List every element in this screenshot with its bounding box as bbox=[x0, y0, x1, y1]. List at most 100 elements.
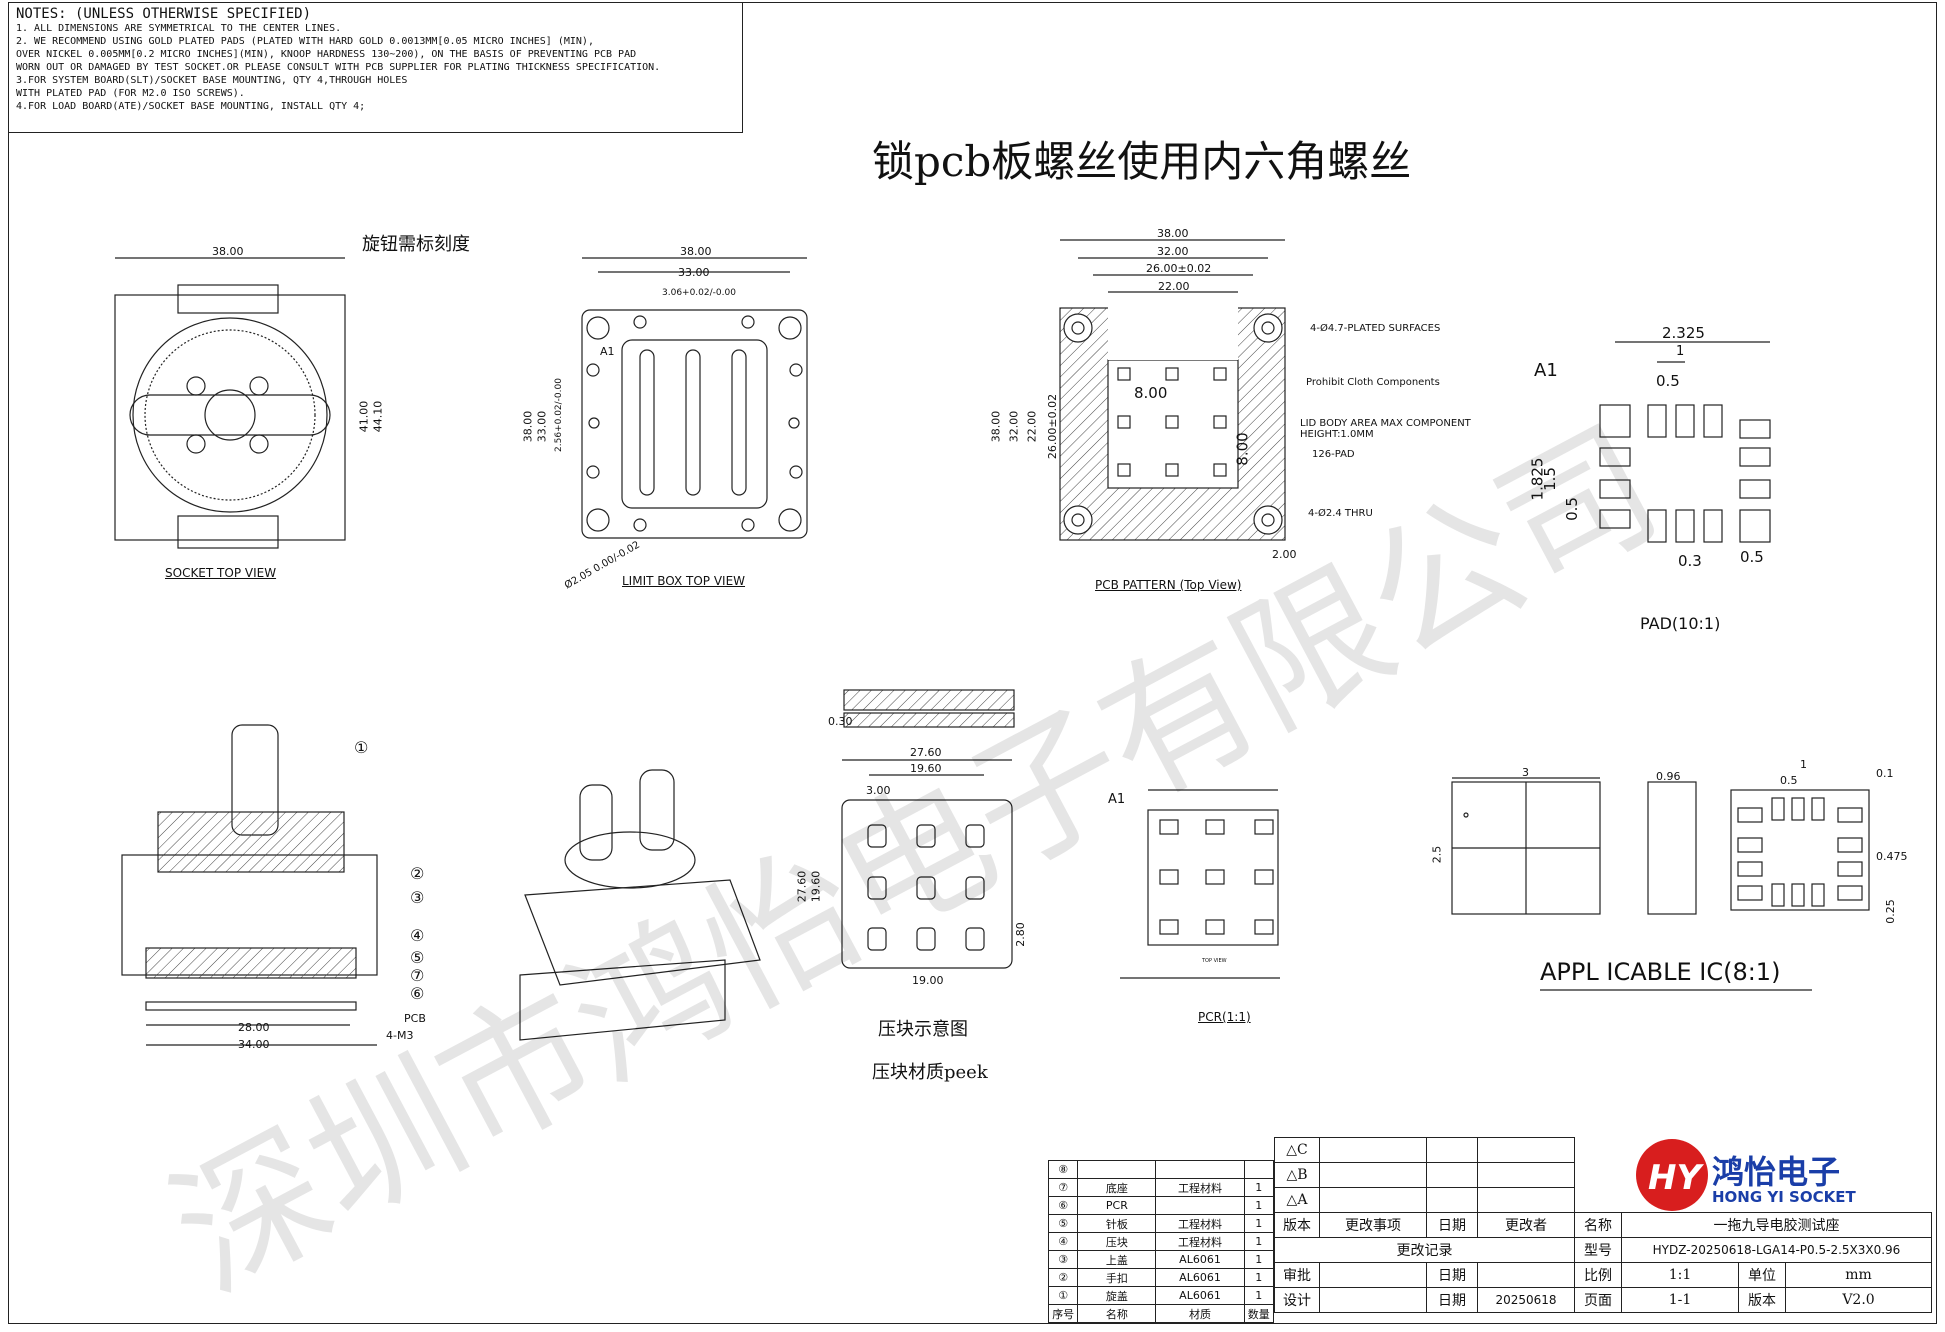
drawing-title: 锁pcb板螺丝使用内六角螺丝 bbox=[872, 137, 1412, 186]
balloon-6: ⑥ bbox=[410, 984, 425, 1003]
ic-dim-t: 0.96 bbox=[1656, 770, 1681, 783]
pcr-view bbox=[1120, 789, 1280, 979]
bom-header-material: 材质 bbox=[1155, 1304, 1245, 1323]
balloon-5: ⑤ bbox=[410, 948, 425, 967]
bom-no: ① bbox=[1047, 1286, 1079, 1305]
dim-limit-w1: 38.00 bbox=[680, 245, 712, 258]
bom-no: ④ bbox=[1047, 1232, 1079, 1251]
notes-heading: NOTES: (UNLESS OTHERWISE SPECIFIED) bbox=[16, 6, 312, 22]
pad-dim-6: 0.5 bbox=[1562, 497, 1581, 521]
bom-no: ③ bbox=[1047, 1250, 1079, 1269]
dim-pcb-h2: 32.00 bbox=[1007, 410, 1021, 443]
socket-top-view-label: SOCKET TOP VIEW bbox=[165, 566, 277, 580]
rev-b: △B bbox=[1274, 1162, 1320, 1188]
scale-label: 比例 bbox=[1574, 1262, 1622, 1288]
bom-qty: 1 bbox=[1243, 1232, 1275, 1251]
rev-version-header: 版本 bbox=[1274, 1212, 1320, 1238]
bom-header-name: 名称 bbox=[1077, 1304, 1157, 1323]
dim-pcb-pitch-x: 8.00 bbox=[1134, 384, 1168, 402]
unit-value: mm bbox=[1785, 1262, 1932, 1288]
press-dim-w1: 27.60 bbox=[910, 746, 942, 759]
dim-pcb-h1: 38.00 bbox=[989, 410, 1003, 443]
dim-socket-h2: 44.10 bbox=[371, 400, 385, 433]
bom-material: 工程材料 bbox=[1155, 1232, 1245, 1251]
bom-qty: 1 bbox=[1243, 1196, 1275, 1215]
bom-name: 上盖 bbox=[1077, 1250, 1157, 1269]
drawing-frame bbox=[8, 2, 1937, 1324]
section-pcb: PCB bbox=[404, 1012, 426, 1025]
bom-no: ⑤ bbox=[1047, 1214, 1079, 1233]
design-date: 20250618 bbox=[1477, 1287, 1575, 1313]
pcr-label: PCR(1:1) bbox=[1198, 1010, 1251, 1024]
pcb-pattern-label: PCB PATTERN (Top View) bbox=[1095, 578, 1242, 592]
logo-en: HONG YI SOCKET bbox=[1712, 1188, 1856, 1206]
scale-value: 1:1 bbox=[1621, 1262, 1739, 1288]
bom-no: ⑦ bbox=[1047, 1178, 1079, 1197]
rev-record: 更改记录 bbox=[1274, 1237, 1575, 1263]
bom-name: 手扣 bbox=[1077, 1268, 1157, 1287]
dim-pcb-w4: 22.00 bbox=[1158, 280, 1190, 293]
section-m3: 4-M3 bbox=[386, 1029, 414, 1042]
bom-material bbox=[1155, 1196, 1245, 1215]
ic-dim-w: 3 bbox=[1522, 766, 1529, 779]
bom-qty: 1 bbox=[1243, 1178, 1275, 1197]
pad-dim-2: 1 bbox=[1676, 344, 1685, 359]
pcb-pattern-view bbox=[1059, 239, 1286, 541]
ic-dim-p3: 0.1 bbox=[1876, 767, 1894, 780]
pcb-callout-thru: 4-Ø2.4 THRU bbox=[1308, 508, 1373, 519]
design-label: 设计 bbox=[1274, 1287, 1320, 1313]
bom-row: ⑧ bbox=[1047, 1160, 1275, 1179]
logo-mark-text: HY bbox=[1648, 1158, 1704, 1198]
pad-a1: A1 bbox=[1534, 360, 1558, 381]
rev-a: △A bbox=[1274, 1187, 1320, 1213]
ic-dim-p2: 0.5 bbox=[1780, 774, 1798, 787]
dim-limit-h2: 33.00 bbox=[535, 410, 549, 443]
product-name: 一拖九导电胶测试座 bbox=[1621, 1212, 1932, 1238]
ic-dim-p5: 0.25 bbox=[1883, 899, 1897, 924]
dim-pcb-h4: 26.00±0.02 bbox=[1046, 393, 1060, 460]
bom-material: AL6061 bbox=[1155, 1250, 1245, 1269]
dim-pcb-h3: 22.00 bbox=[1025, 410, 1039, 443]
applicable-ic-view bbox=[1451, 777, 1870, 991]
model-number: HYDZ-20250618-LGA14-P0.5-2.5X3X0.96 bbox=[1621, 1237, 1932, 1263]
pad-dim-7: 0.3 bbox=[1678, 552, 1702, 570]
version-value: V2.0 bbox=[1785, 1287, 1932, 1313]
press-dim-h1: 27.60 bbox=[795, 870, 809, 903]
bom-material: AL6061 bbox=[1155, 1268, 1245, 1287]
section-view bbox=[121, 724, 378, 1046]
bom-header-qty: 数量 bbox=[1243, 1304, 1275, 1323]
bom-qty: 1 bbox=[1243, 1286, 1275, 1305]
socket-note: 旋钮需标刻度 bbox=[362, 234, 470, 255]
pcb-callout-prohibit: Prohibit Cloth Components bbox=[1306, 377, 1440, 388]
bom-name: 旋盖 bbox=[1077, 1286, 1157, 1305]
pcb-callout-pads: 126-PAD bbox=[1312, 449, 1355, 460]
press-block-view bbox=[841, 689, 1015, 969]
socket-top-view bbox=[114, 257, 346, 549]
bom-material: AL6061 bbox=[1155, 1286, 1245, 1305]
model-label: 型号 bbox=[1574, 1237, 1622, 1263]
note-line: WITH PLATED PAD (FOR M2.0 ISO SCREWS). bbox=[16, 88, 245, 99]
balloon-2: ② bbox=[410, 864, 425, 883]
press-caption-2: 压块材质peek bbox=[872, 1062, 988, 1083]
iso-view bbox=[519, 769, 761, 1041]
bom-name: 底座 bbox=[1077, 1178, 1157, 1197]
press-dim-b: 19.00 bbox=[912, 974, 944, 987]
pcb-callout-lid: LID BODY AREA MAX COMPONENT HEIGHT:1.0MM bbox=[1300, 418, 1471, 440]
name-label: 名称 bbox=[1574, 1212, 1622, 1238]
press-dim-p: 2.80 bbox=[1013, 922, 1027, 947]
bom-name: PCR bbox=[1077, 1196, 1157, 1215]
dim-limit-w2: 33.00 bbox=[678, 266, 710, 279]
bom-name bbox=[1077, 1160, 1157, 1179]
pcr-a1: A1 bbox=[1108, 792, 1126, 807]
press-caption-1: 压块示意图 bbox=[878, 1019, 968, 1040]
bom-no: ② bbox=[1047, 1268, 1079, 1287]
